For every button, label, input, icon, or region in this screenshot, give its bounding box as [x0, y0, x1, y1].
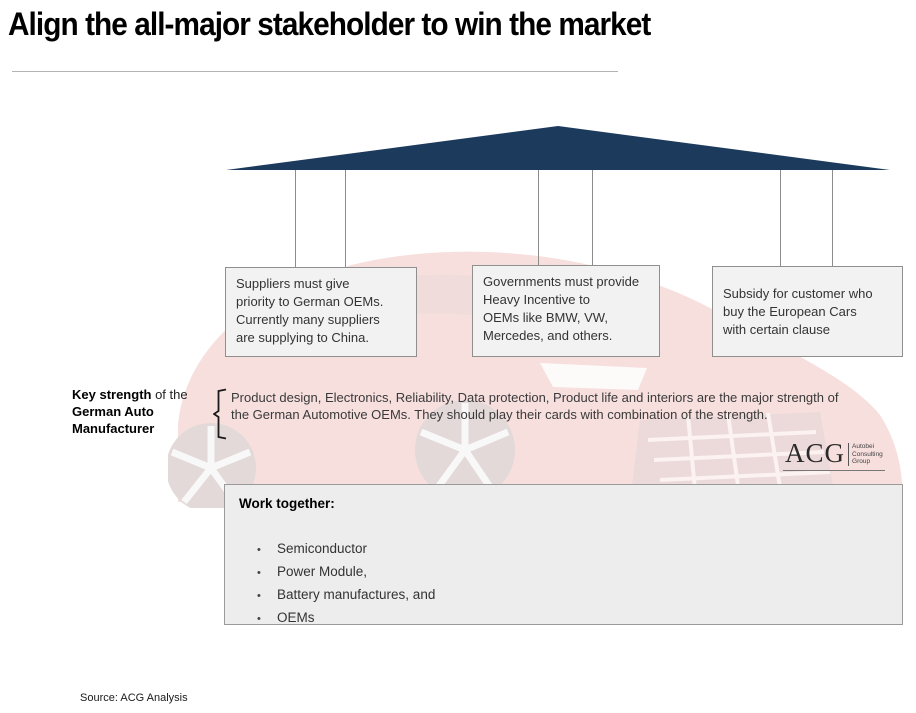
work-together-heading: Work together: [239, 496, 335, 511]
pillar-box-subsidy-text: Subsidy for customer who buy the Europea… [723, 285, 873, 337]
page-title: Align the all-major stakeholder to win t… [8, 6, 651, 42]
acg-logo-line: Consulting [852, 450, 883, 458]
acg-logo-line: Group [852, 458, 871, 465]
list-item-label: Battery manufactures, and [277, 587, 436, 602]
key-strength-regular: of the [151, 387, 188, 402]
bullet-icon: • [257, 613, 261, 625]
title-divider-line [12, 71, 618, 72]
strength-paragraph: Product design, Electronics, Reliability… [231, 390, 839, 422]
work-together-box: Work together: • Semiconductor • Power Mod… [224, 484, 903, 625]
key-strength-label: Key strength of the German Auto Manufact… [72, 386, 230, 437]
left-brace-icon [213, 388, 227, 440]
list-item: • Power Module, [239, 561, 888, 584]
work-together-list: • Semiconductor • Power Module, • Battery m… [239, 538, 888, 630]
list-item-label: Semiconductor [277, 541, 368, 556]
key-strength-bold-rest: German Auto Manufacturer [72, 404, 155, 436]
list-item: • Semiconductor [239, 538, 888, 561]
pillar-box-governments: Governments must provide Heavy Incentive… [472, 265, 660, 357]
acg-logo-line: Autobei [852, 443, 875, 450]
acg-logo-subtext: Autobei Consulting Group [848, 443, 883, 466]
key-strength-bold-lead: Key strength [72, 387, 152, 402]
roof-connector-lines [295, 170, 833, 267]
acg-logo: ACG Autobei Consulting Group [783, 440, 885, 471]
list-item-label: Power Module, [277, 564, 368, 579]
acg-logo-acronym: ACG [785, 438, 846, 468]
list-item: • OEMs [239, 607, 888, 630]
bullet-icon: • [257, 590, 261, 602]
bullet-icon: • [257, 567, 261, 579]
bullet-icon: • [257, 544, 261, 556]
source-note: Source: ACG Analysis [80, 692, 188, 704]
pillar-box-suppliers: Suppliers must give priority to German O… [225, 267, 417, 357]
list-item: • Battery manufactures, and [239, 584, 888, 607]
roof-triangle [226, 126, 890, 170]
list-item-label: OEMs [277, 610, 315, 625]
pillar-box-subsidy: Subsidy for customer who buy the Europea… [712, 266, 903, 357]
